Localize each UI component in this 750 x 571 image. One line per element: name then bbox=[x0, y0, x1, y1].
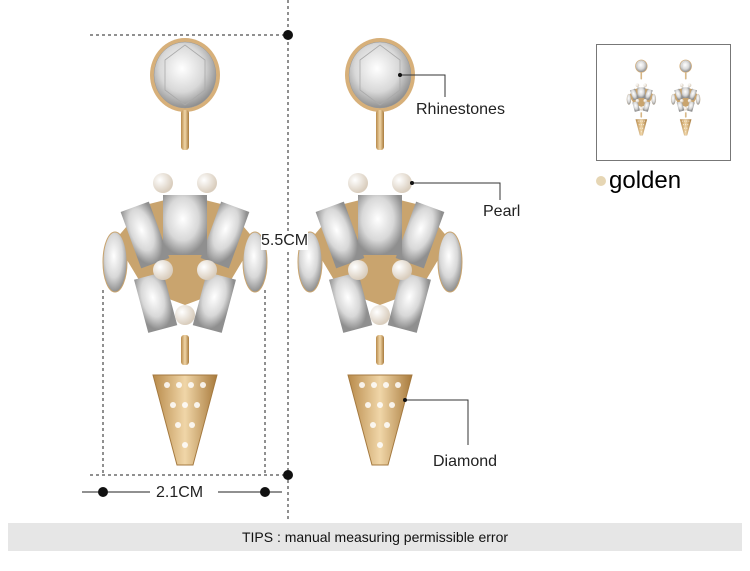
callout-lines bbox=[400, 74, 501, 445]
color-option-golden[interactable]: golden bbox=[596, 167, 681, 195]
height-label: 5.5CM bbox=[261, 232, 309, 250]
diamond-label: Diamond bbox=[433, 453, 498, 470]
rhinestones-label: Rhinestones bbox=[416, 101, 505, 118]
pearl-label: Pearl bbox=[483, 203, 521, 220]
width-label: 2.1CM bbox=[156, 484, 204, 501]
measurement-lines bbox=[90, 0, 289, 520]
color-swatch-dot bbox=[596, 176, 606, 186]
tips-bar: TIPS : manual measuring permissible erro… bbox=[8, 523, 742, 551]
thumbnail-earrings bbox=[626, 59, 701, 136]
left-earring bbox=[102, 37, 268, 466]
color-name: golden bbox=[609, 167, 682, 194]
color-thumbnail[interactable] bbox=[596, 44, 731, 161]
